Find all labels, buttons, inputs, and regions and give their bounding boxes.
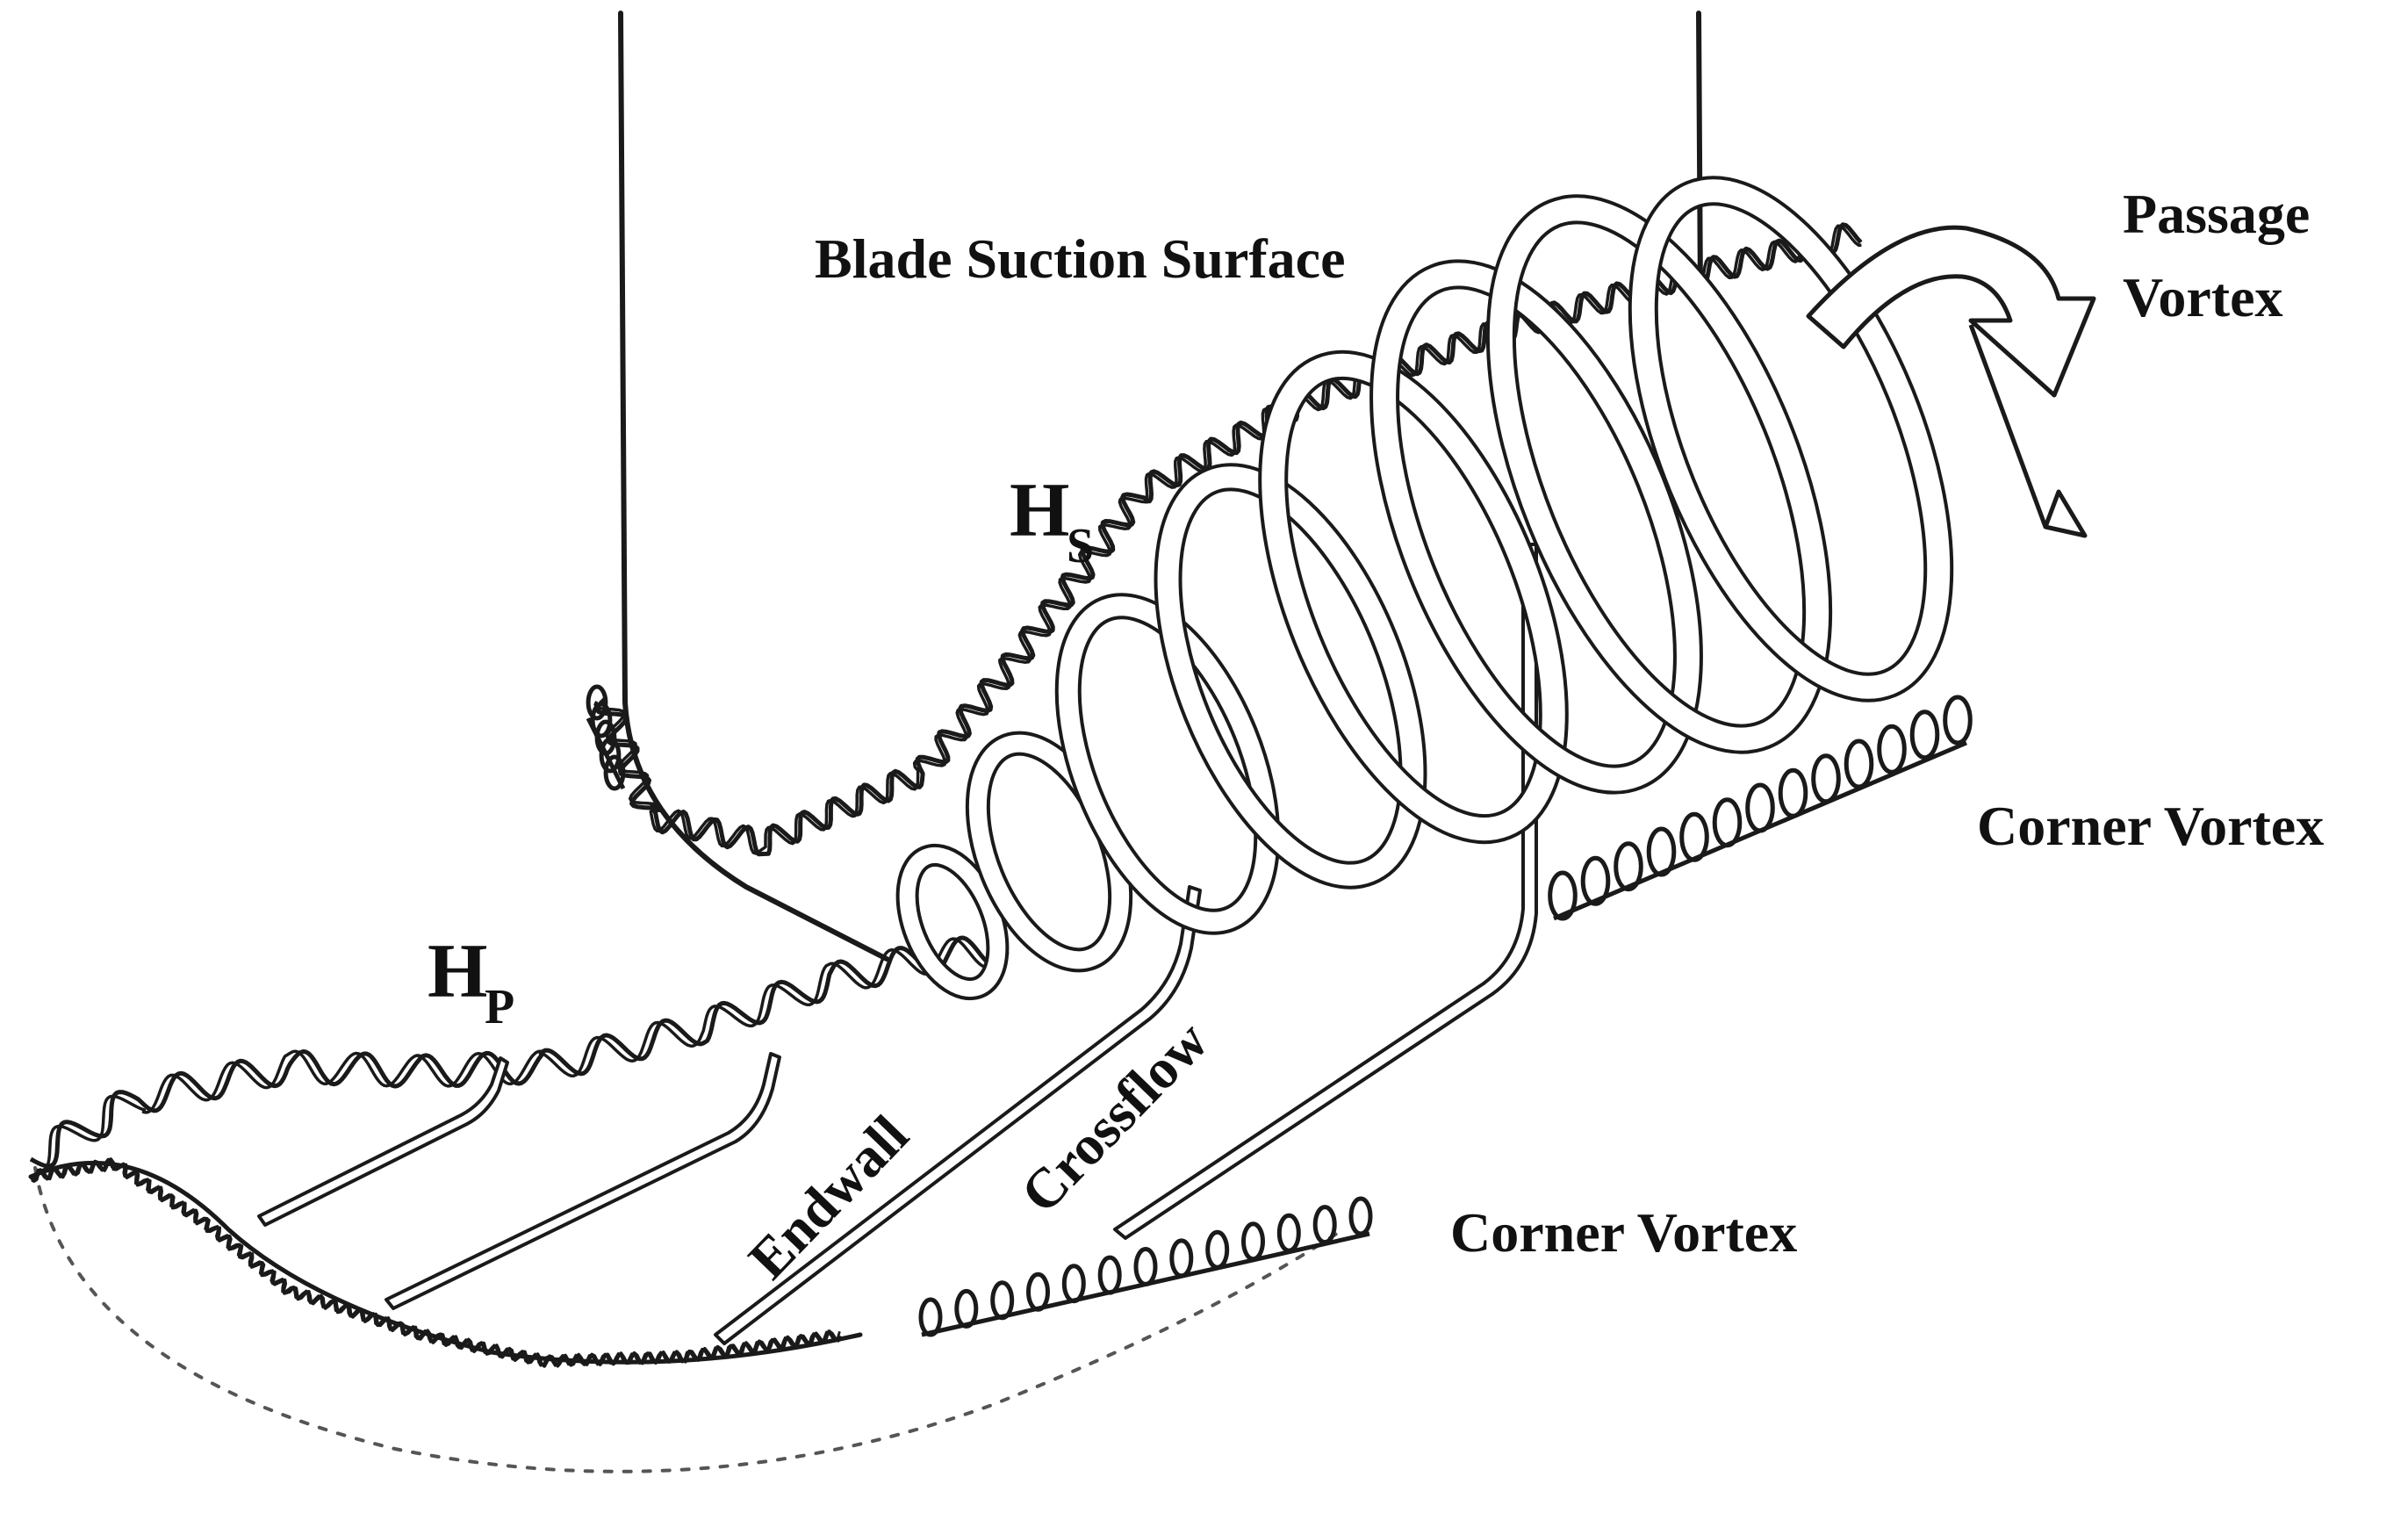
passage-vortex-loop-ribbon [1489,198,1829,751]
label-hp-subscript: P [485,980,514,1034]
crossflow-streak-2 [385,1052,781,1310]
corner-vortex-right-loop [1844,738,1874,789]
passage-vortex-spiral [895,176,1954,1001]
passage-vortex-loop-ribbon [1058,596,1277,932]
crossflow-streak-1 [257,1056,509,1227]
lower-wavy-vortex-line [29,1157,843,1368]
corner-vortex-bottom-loop [1169,1238,1194,1279]
corner-vortex-bottom-loop [1097,1255,1122,1295]
lower-wave-strand-b [31,1157,841,1367]
crossflow-streak-3 [714,885,1202,1345]
blade-right-edge [1696,11,1703,301]
label-corner-vortex-right: Corner Vortex [1977,795,2324,857]
corner-vortex-bottom-loop [1348,1196,1373,1236]
leading-edge-loop [603,754,626,791]
leading-edge-coil [586,684,626,791]
leading-edge-loop [586,684,608,721]
passage-vortex-loop-ribbon [1262,353,1565,841]
corner-vortex-right-loop [1580,855,1611,906]
corner-vortex-bottom-loop [1205,1229,1230,1270]
blade-profile-dotted-outline [33,1166,1345,1473]
label-hs-subscript: S [1067,519,1094,573]
pressure-side-horseshoe-vortex-leg [29,935,1010,1172]
label-corner-vortex-bottom: Corner Vortex [1450,1201,1797,1264]
corner-vortex-bottom-loop [1133,1247,1158,1286]
label-hs: H [1010,468,1069,553]
leading-edge-loop [590,702,613,738]
corner-vortex-bottom-baseline [921,1231,1370,1337]
corner-vortex-bottom-loop [1061,1264,1086,1304]
passage-vortex-loop-ribbon [1631,179,1951,699]
corner-vortex-bottom-loop [1026,1271,1050,1312]
label-hp: H [428,929,487,1014]
label-passage-vortex-line2: Vortex [2123,266,2282,328]
label-passage-vortex-line1: Passage [2123,183,2310,245]
passage-vortex-rotation-arrow [1806,225,2096,398]
corner-vortex-bottom-coils [918,1196,1373,1337]
pressure-side-endwall-edge [28,1160,863,1365]
label-blade-suction-surface: Blade Suction Surface [815,227,1345,290]
corner-vortex-right-loop [1811,753,1841,804]
corner-vortex-right-baseline [1553,740,1967,921]
corner-vortex-right-coils [1548,695,1973,921]
passage-vortex-loop-ribbon [899,846,1006,998]
corner-vortex-bottom-loop [1312,1205,1337,1245]
corner-vortex-bottom-loop [990,1280,1015,1321]
corner-vortex-right-loop [1909,710,1940,760]
leading-edge-baseline [586,717,626,790]
corner-vortex-right-loop [1712,797,1743,848]
corner-vortex-bottom-loop [1276,1213,1301,1253]
corner-vortex-right-loop [1548,870,1578,921]
hp-leg-strand-a [29,935,1010,1169]
corner-vortex-right-loop [1877,724,1907,774]
corner-vortex-bottom-loop [1241,1221,1265,1262]
passage-vortex-loop-ribbon [1373,263,1700,791]
corner-vortex-right-loop [1745,782,1775,833]
corner-vortex-right-loop [1614,841,1643,892]
hs-leg-strand-b [593,224,1862,855]
corner-vortex-right-loop [1778,767,1808,818]
blade-left-edge [618,11,889,962]
leading-edge-loop [599,737,622,774]
passage-vortex-rotation-arrow-tail [1968,324,2088,538]
hp-leg-strand-b [36,937,1008,1172]
corner-vortex-right-loop [1943,695,1973,746]
suction-side-horseshoe-vortex-leg [593,222,1863,857]
passage-vortex-loop-ribbon [1157,466,1424,886]
